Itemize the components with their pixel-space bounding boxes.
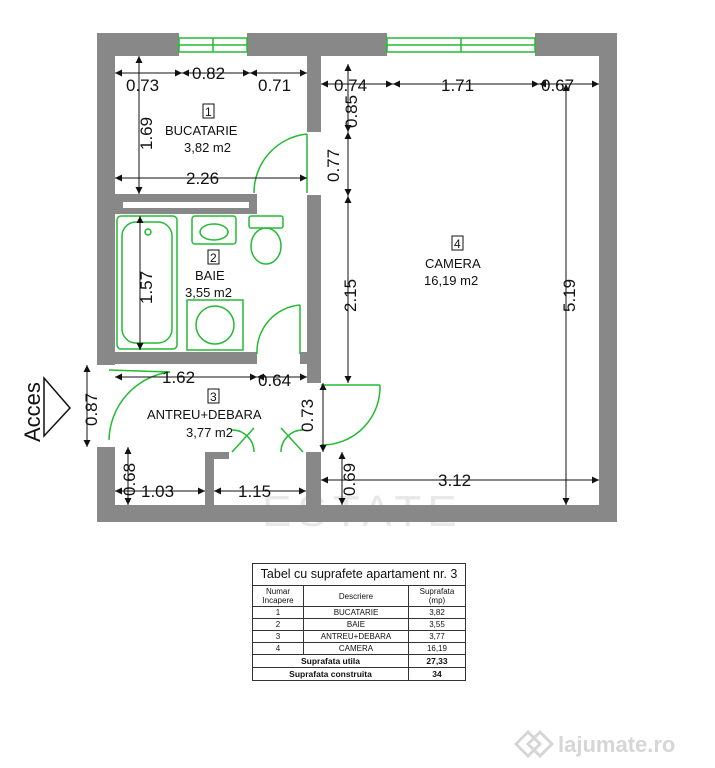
room-number: 3 (210, 390, 217, 404)
table-cell: CAMERA (303, 642, 409, 655)
dim-bath-height: 1.57 (137, 271, 156, 304)
table-header: Suprafata (mp) (408, 585, 466, 607)
dimension-lines (83, 56, 599, 505)
dim-kitchen-width: 2.26 (186, 169, 219, 188)
room-number: 2 (210, 251, 217, 265)
dim-room-top-b: 1.71 (441, 76, 474, 95)
room-number: 4 (454, 237, 461, 251)
room-name: BAIE (195, 268, 225, 283)
built-area-label: Suprafata construita (252, 667, 409, 681)
dim-bottom-mid: 1.15 (238, 482, 271, 501)
room-area: 3,77 m2 (186, 425, 233, 440)
table-cell: BUCATARIE (303, 606, 409, 619)
room-name: BUCATARIE (165, 123, 238, 138)
table-cell: 4 (252, 642, 304, 655)
table-cell: ANTREU+DEBARA (303, 630, 409, 643)
room-area: 3,55 m2 (185, 285, 232, 300)
site-logo: lajumate.ro (513, 729, 675, 759)
table-cell: 3,55 (408, 618, 466, 631)
built-area-value: 34 (408, 667, 466, 681)
usable-area-label: Suprafata utila (252, 654, 409, 668)
table-title: Tabel cu suprafete apartament nr. 3 (252, 563, 466, 586)
table-cell: BAIE (303, 618, 409, 631)
room-area: 3,82 m2 (184, 140, 231, 155)
dim-room-top-c: 0.67 (541, 76, 574, 95)
table-title-row: Tabel cu suprafete apartament nr. 3 (252, 563, 466, 586)
table-header: Numar Incapere (252, 585, 304, 607)
dim-kitchen-top-c: 0.71 (258, 76, 291, 95)
table-row: 3 ANTREU+DEBARA 3,77 (252, 630, 466, 643)
room-name: CAMERA (425, 256, 481, 271)
table-cell: 3,82 (408, 606, 466, 619)
dim-pier-bottom: 0.69 (340, 463, 359, 496)
room-labels: 1 BUCATARIE 3,82 m2 2 BAIE 3,55 m2 3 ANT… (147, 103, 481, 440)
table-cell: 2 (252, 618, 304, 631)
dim-room-top-a: 0.74 (334, 76, 367, 95)
dim-room-bottom: 3.12 (438, 471, 471, 490)
dim-room-height: 5.19 (560, 279, 579, 312)
table-row: 2 BAIE 3,55 (252, 618, 466, 631)
toilet-icon (248, 215, 284, 265)
room-area: 16,19 m2 (424, 273, 478, 288)
table-cell: 1 (252, 606, 304, 619)
table-header-row: Numar Incapere Descriere Suprafata (mp) (252, 585, 466, 607)
access-label: Acces (20, 382, 45, 442)
access-arrow-icon: Acces (20, 375, 72, 442)
table-row: 1 BUCATARIE 3,82 (252, 606, 466, 619)
window-icon (178, 37, 536, 53)
room-name: ANTREU+DEBARA (147, 407, 262, 422)
dim-hall-door: 0.73 (298, 399, 317, 432)
table-cell: 3,77 (408, 630, 466, 643)
floor-plan: ESTATE (20, 33, 617, 536)
dim-kitchen-door: 0.77 (324, 149, 343, 182)
dim-pier-left: 0.68 (120, 463, 139, 496)
exterior-walls (97, 33, 617, 522)
usable-area-value: 27,33 (408, 654, 466, 668)
room-number: 1 (205, 105, 212, 119)
dim-pier-upper: 0.85 (342, 95, 361, 128)
area-table: Tabel cu suprafete apartament nr. 3 Numa… (252, 563, 466, 681)
dim-entry-door: 0.87 (82, 393, 101, 426)
door-swing-icon (108, 133, 381, 453)
dim-bottom-left: 1.03 (141, 482, 174, 501)
washing-machine-icon (186, 299, 244, 351)
dimension-values: 0.73 0.82 0.71 0.74 1.71 0.67 1.69 2.26 … (82, 64, 579, 501)
table-cell: 16,19 (408, 642, 466, 655)
logo-text: lajumate.ro (558, 732, 675, 757)
dim-kitchen-height: 1.69 (137, 117, 156, 150)
table-total-row: Suprafata utila 27,33 (252, 654, 466, 668)
logo-mark-icon (513, 729, 555, 759)
table-row: 4 CAMERA 16,19 (252, 642, 466, 655)
sink-icon (191, 215, 237, 245)
table-total-row: Suprafata construita 34 (252, 667, 466, 681)
table-header: Descriere (303, 585, 409, 607)
bathtub-icon (116, 215, 178, 350)
dim-kitchen-top-b: 0.82 (192, 64, 225, 83)
dim-hall-wall: 2.15 (341, 279, 360, 312)
dim-bath-width: 1.62 (162, 368, 195, 387)
table-cell: 3 (252, 630, 304, 643)
dim-bath-door: 0.64 (258, 371, 291, 390)
dim-kitchen-top-a: 0.73 (126, 76, 159, 95)
